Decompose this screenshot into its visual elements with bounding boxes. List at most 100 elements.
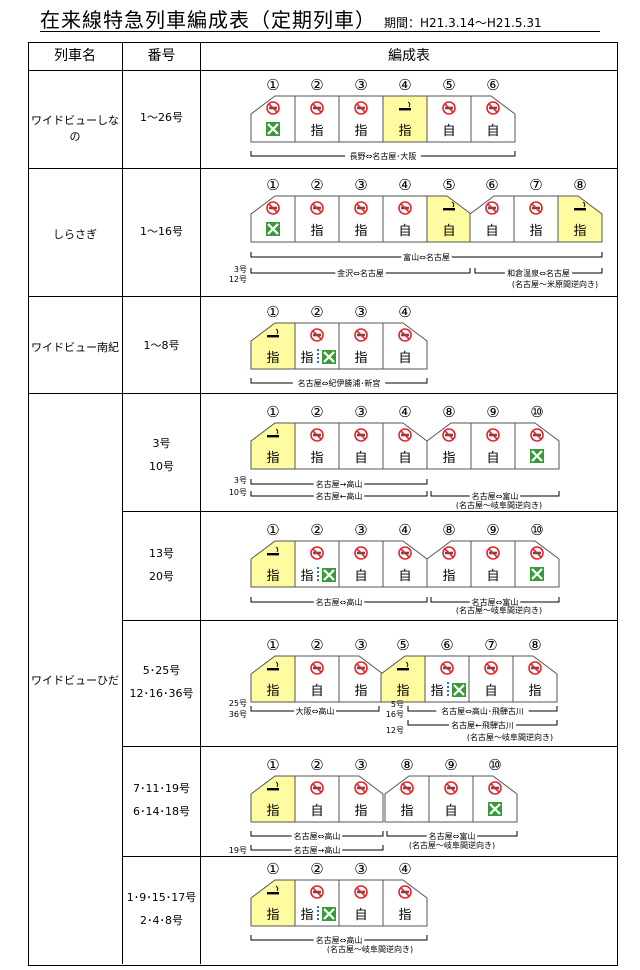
number-line: 20号 — [149, 570, 174, 583]
smoking-icon — [267, 328, 279, 338]
seat-type: 指 — [529, 224, 542, 239]
route-label: 名古屋⇔高山 — [316, 597, 363, 607]
route-label: 名古屋⇔富山 — [472, 597, 519, 607]
row-divider — [122, 746, 618, 747]
car-number: ① — [266, 860, 279, 878]
car-number: ③ — [354, 403, 367, 421]
seat-type: 自 — [398, 224, 411, 239]
smoking-icon — [399, 101, 411, 111]
no-smoking-slash — [312, 548, 322, 558]
no-smoking-slash — [486, 663, 496, 673]
route-label-bg — [469, 597, 521, 606]
train-name: ワイドビューひだ — [31, 674, 119, 687]
no-smoking-icon — [530, 546, 544, 560]
no-smoking-icon — [486, 428, 500, 442]
smoking-icon — [574, 201, 586, 211]
car-body — [250, 540, 296, 588]
car-number: ④ — [398, 176, 411, 194]
car-body — [472, 775, 518, 823]
no-smoking-slash — [268, 203, 278, 213]
route-label-bg — [448, 720, 517, 729]
header-divider — [28, 70, 618, 71]
cigarette-mark — [267, 553, 279, 556]
route-label: 名古屋⇔高山 — [294, 831, 341, 841]
no-smoking-slash — [490, 783, 500, 793]
route-label-bg — [504, 268, 573, 277]
cigarette-mark — [267, 435, 279, 438]
number-line: 10号 — [149, 460, 174, 473]
car-number: ② — [310, 521, 323, 539]
car-body — [470, 95, 516, 143]
cigarette-mark — [267, 335, 279, 338]
no-smoking-icon — [398, 885, 412, 899]
car-number: ② — [310, 756, 323, 774]
seat-type: 指 — [266, 351, 279, 366]
no-smoking-icon — [310, 885, 324, 899]
no-smoking-slash — [356, 548, 366, 558]
car-number: ④ — [398, 76, 411, 94]
smoking-icon — [267, 885, 279, 895]
seat-type: 自 — [486, 451, 499, 466]
car-number: ⑧ — [442, 521, 455, 539]
route-label-bg — [294, 706, 336, 715]
route-label: 名古屋⇔高山 — [316, 935, 363, 945]
car-body — [380, 655, 426, 703]
route-label: 和倉温泉⇔名古屋 — [507, 268, 570, 278]
cigarette-mark — [267, 668, 279, 671]
no-smoking-slash — [488, 103, 498, 113]
no-smoking-icon — [440, 661, 454, 675]
car-number: ⑧ — [442, 403, 455, 421]
route-label: 名古屋←高山 — [316, 491, 363, 501]
seat-type: 指 — [400, 804, 413, 819]
number-line: 3号 — [152, 437, 171, 450]
car-number: ④ — [398, 860, 411, 878]
seat-type: 指 — [528, 684, 541, 699]
no-smoking-icon — [310, 201, 324, 215]
seat-type: 自 — [398, 451, 411, 466]
no-smoking-icon — [529, 201, 543, 215]
seat-type: 自 — [442, 124, 455, 139]
seat-type: 自 — [444, 804, 457, 819]
car-number: ⑧ — [573, 176, 586, 194]
no-smoking-slash — [532, 430, 542, 440]
route-label: 名古屋⇔富山 — [429, 831, 476, 841]
route-label-bg — [313, 491, 365, 500]
no-smoking-icon — [484, 661, 498, 675]
seat-type: 自 — [442, 224, 455, 239]
no-smoking-icon — [442, 101, 456, 115]
header-number: 番号 — [147, 48, 176, 64]
no-smoking-slash — [356, 330, 366, 340]
number-line: 1～26号 — [140, 111, 183, 124]
car-number: ⑦ — [484, 636, 497, 654]
no-smoking-slash — [530, 663, 540, 673]
car-number: ⑧ — [400, 756, 413, 774]
train-no-label: 3号 — [234, 265, 247, 274]
no-smoking-icon — [400, 781, 414, 795]
no-smoking-icon — [442, 428, 456, 442]
route-note: (名古屋～米原間逆向き) — [512, 279, 598, 289]
cigarette-mark — [399, 108, 411, 111]
smoke-curl — [582, 201, 586, 208]
car-number: ③ — [354, 521, 367, 539]
no-smoking-slash — [442, 663, 452, 673]
no-smoking-icon — [398, 428, 412, 442]
car-number: ① — [266, 76, 279, 94]
no-smoking-icon — [310, 781, 324, 795]
no-smoking-slash — [356, 783, 366, 793]
number-line: 1･9･15･17号 — [126, 891, 197, 904]
no-smoking-slash — [444, 430, 454, 440]
wheelchair-icon — [322, 568, 336, 582]
car-body — [426, 422, 472, 470]
seat-type: 指 — [310, 451, 323, 466]
no-smoking-slash — [356, 430, 366, 440]
seat-type: 指 — [442, 451, 455, 466]
car-number: ⑦ — [529, 176, 542, 194]
car-body — [250, 95, 296, 143]
no-smoking-icon — [354, 328, 368, 342]
car-number: ③ — [354, 860, 367, 878]
route-note: (名古屋～岐阜間逆向き) — [456, 605, 542, 615]
wheelchair-cross — [267, 223, 279, 235]
